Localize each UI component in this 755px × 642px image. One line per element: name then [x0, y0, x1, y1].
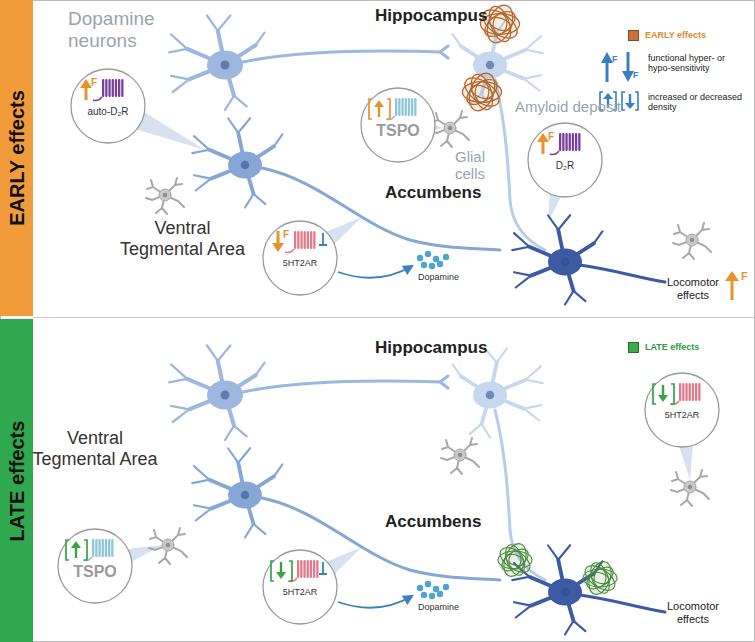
locomotor-arrow [725, 271, 739, 300]
region-label: Hippocampus [375, 338, 487, 358]
receptor-name: 5HT2AR [262, 587, 338, 597]
amyloid-deposit [460, 70, 504, 115]
effect-label: Locomotor effects [664, 276, 722, 301]
receptor-callout: TSPO [360, 87, 436, 163]
glial-cell [149, 528, 187, 564]
receptor-callout: TSPO [57, 528, 133, 604]
legend-swatch [628, 30, 639, 41]
legend-swatch [628, 342, 639, 353]
cell-label: Glial cells [455, 148, 500, 183]
glial-cell [431, 111, 469, 147]
accumbens-neuron [512, 215, 602, 304]
effect-label: Locomotor effects [664, 600, 722, 625]
receptor-callout: Fauto-D₂R [70, 68, 146, 144]
function-mark: F [612, 54, 618, 64]
region-label: Accumbens [385, 183, 481, 203]
function-mark: F [741, 270, 748, 283]
region-label: Accumbens [385, 512, 481, 532]
region-label: Hippocampus [375, 6, 487, 26]
receptor-name: D₂R [527, 160, 603, 172]
vta-neuron [192, 118, 282, 207]
legend-text: LATE effects [645, 342, 699, 352]
function-mark: F [548, 131, 554, 143]
receptor-callout: F D₂R [527, 122, 603, 198]
dopamine-dots [417, 251, 449, 269]
receptor-callout: 5HT2AR [644, 372, 720, 448]
panel-divider [33, 317, 755, 318]
legend-text: EARLY effects [645, 30, 706, 40]
hippocampal-neuron [453, 348, 543, 437]
legend-text: increased or decreased density [648, 92, 750, 113]
receptor-name: TSPO [360, 122, 436, 140]
molecule-label: Dopamine [418, 602, 459, 612]
receptor-callout: F 5HT2AR [262, 220, 338, 296]
receptor-name: TSPO [57, 563, 133, 581]
function-mark: F [633, 70, 639, 80]
amyloid-deposit [581, 559, 619, 598]
release-arrow [338, 266, 412, 278]
receptor-name: auto-D₂R [70, 106, 146, 118]
function-mark: F [283, 229, 289, 241]
region-label: Ventral Tegmental Area [25, 428, 165, 469]
period-band: EARLY effects [0, 0, 33, 316]
glial-cell [441, 438, 479, 474]
receptor-name: 5HT2AR [262, 258, 338, 268]
receptor-name: 5HT2AR [644, 410, 720, 420]
callout-wedges [91, 93, 696, 600]
band-title: LATE effects [5, 420, 28, 541]
glial-cell [671, 470, 709, 506]
vta-neuron [192, 448, 282, 537]
glial-cell [146, 178, 184, 214]
cell-label: Amyloid deposit [515, 98, 621, 115]
function-mark: F [91, 77, 97, 89]
period-band: LATE effects [0, 319, 33, 642]
release-arrow [338, 596, 412, 608]
region-label: Ventral Tegmental Area [115, 218, 250, 259]
dopamine-neuron [169, 15, 264, 110]
glial-cell [673, 223, 711, 259]
band-title: EARLY effects [5, 90, 28, 226]
dopamine-neuron [169, 346, 264, 441]
molecule-label: Dopamine [418, 272, 459, 282]
amyloid-deposit [496, 541, 534, 580]
legend-text: functional hyper- or hypo-sensitivity [648, 53, 750, 74]
dopamine-dots [417, 581, 449, 599]
legend-functional-arrows [601, 52, 634, 82]
cell-label: Dopamine neurons [68, 8, 168, 52]
receptor-callout: 5HT2AR [262, 549, 338, 625]
